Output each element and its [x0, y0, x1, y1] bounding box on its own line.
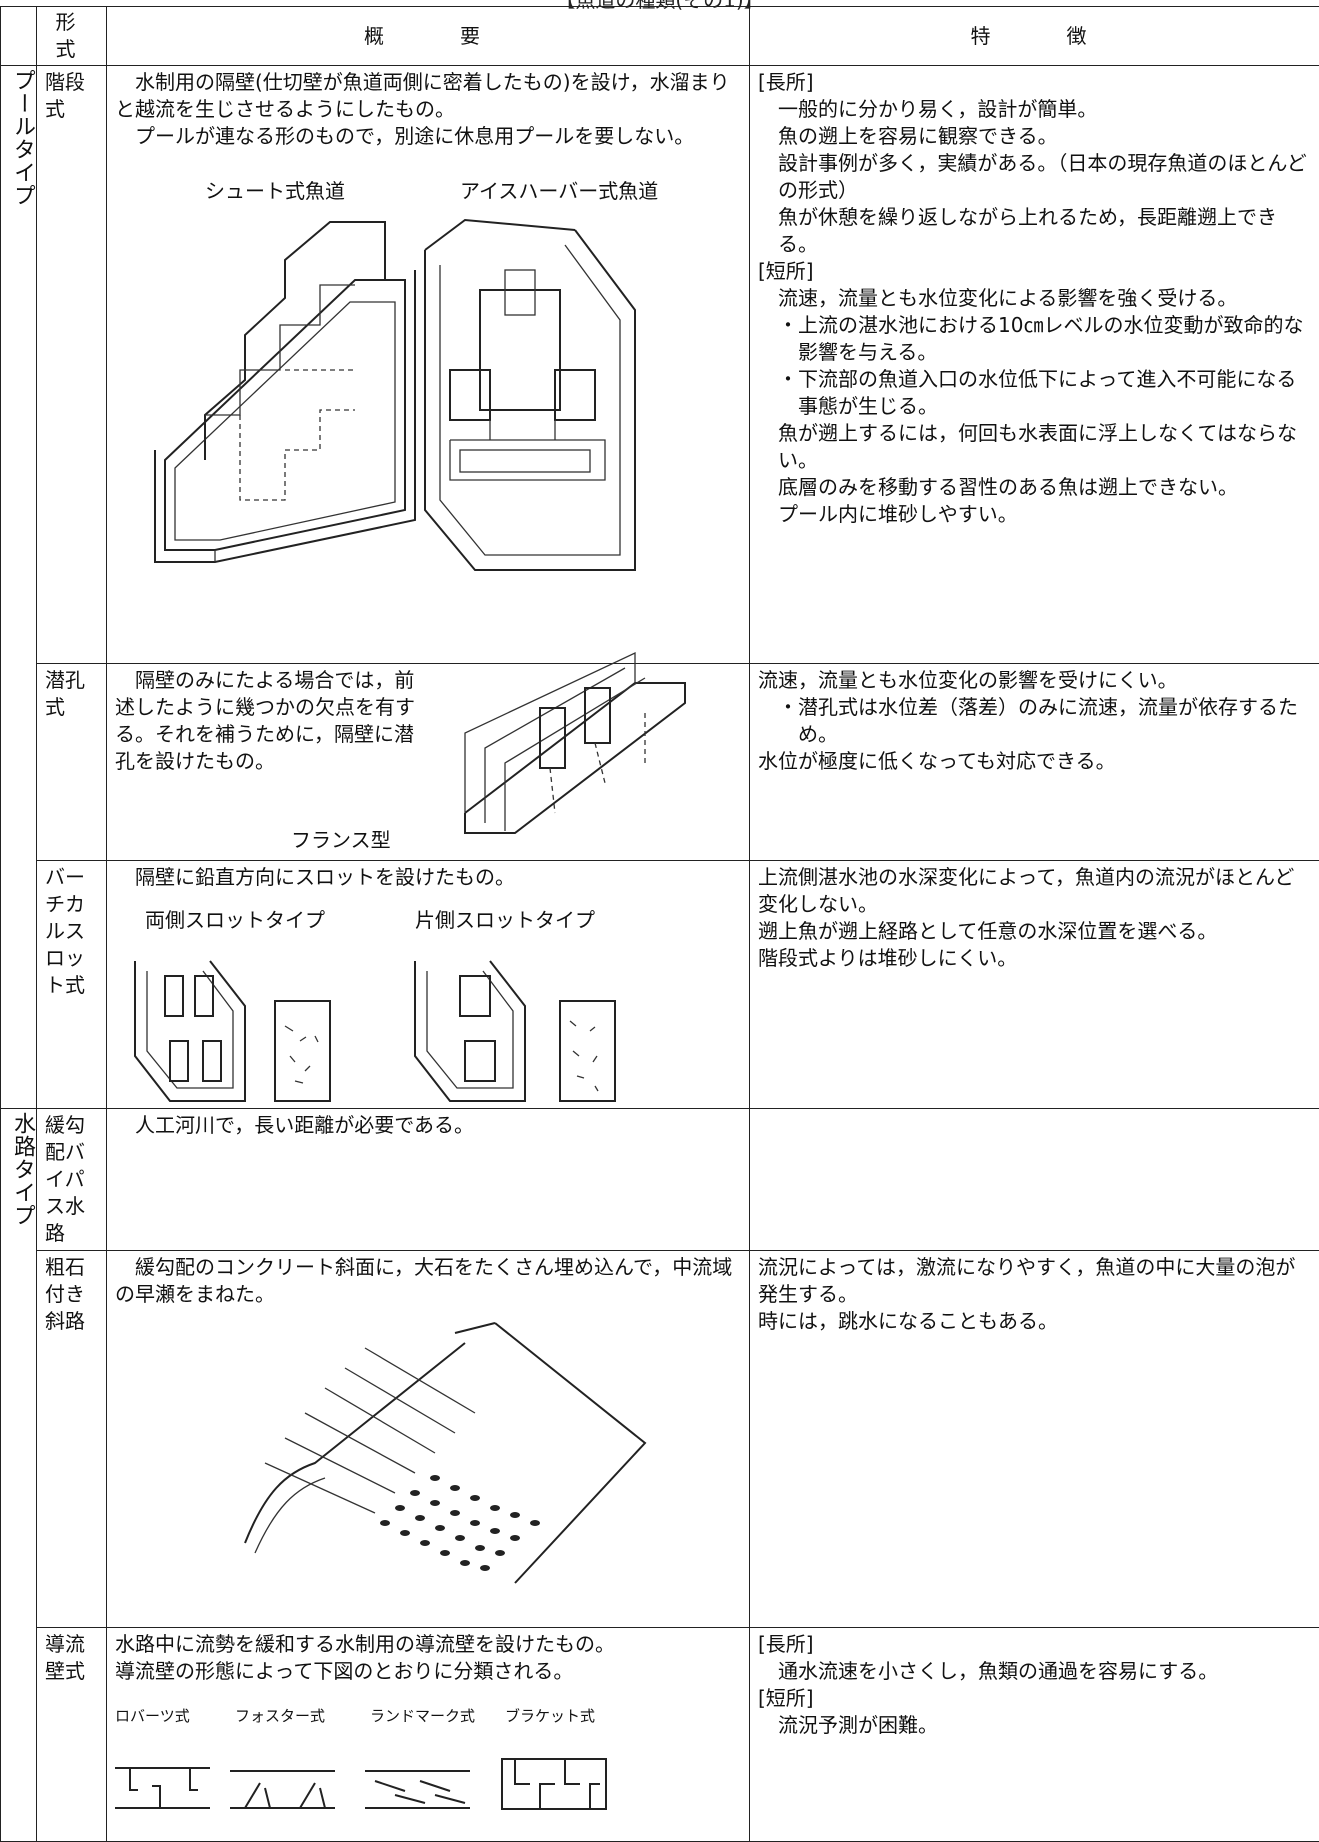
feature-item: 流況によっては，激流になりやすく，魚道の中に大量の泡が発生する。	[758, 1254, 1311, 1308]
pros-item: 魚の遡上を容易に観察できる。	[758, 123, 1311, 150]
roberts-drawing	[115, 1763, 215, 1813]
type-bypass: 緩勾配バイパス水路	[37, 1109, 107, 1251]
overview-bypass: 人工河川で，長い距離が必要である。	[107, 1109, 750, 1251]
header-overview: 概 要	[107, 7, 750, 66]
feature-item: 階段式よりは堆砂しにくい。	[758, 945, 1311, 972]
pros-heading: [長所]	[758, 1631, 1311, 1658]
row-senko: 潜孔式 隔壁のみにたよる場合では，前述したように幾つかの欠点を有する。それを補う…	[1, 664, 1319, 861]
type-vertical-slot: バーチカルスロット式	[37, 861, 107, 1109]
cons-item: 底層のみを移動する習性のある魚は遡上できない。	[758, 474, 1311, 501]
features-vertical-slot: 上流側湛水池の水深変化によって，魚道内の流況がほとんど変化しない。 遡上魚が遡上…	[750, 861, 1319, 1109]
fishway-types-table: 形 式 概 要 特 徴 プールタイプ 階段式 水制用の隔壁(仕切壁が魚道両側に密…	[0, 6, 1319, 1842]
overview-vertical-slot: 隔壁に鉛直方向にスロットを設けたもの。 両側スロットタイプ 片側スロットタイプ	[107, 861, 750, 1109]
cons-item: 流速，流量とも水位変化による影響を強く受ける。	[758, 285, 1311, 312]
single-slot-drawing	[405, 946, 545, 1106]
pros-heading: [長所]	[758, 69, 1311, 96]
overview-text: 隔壁に鉛直方向にスロットを設けたもの。	[115, 864, 741, 891]
type-senko: 潜孔式	[37, 664, 107, 861]
rough-stone-slope-drawing	[225, 1313, 645, 1603]
header-blank	[1, 7, 37, 66]
overview-text: 導流壁の形態によって下図のとおりに分類される。	[115, 1658, 741, 1685]
cons-item: 流況予測が困難。	[758, 1712, 1311, 1739]
row-vertical-slot: バーチカルスロット式 隔壁に鉛直方向にスロットを設けたもの。 両側スロットタイプ…	[1, 861, 1319, 1109]
figure-label-double-slot: 両側スロットタイプ	[145, 907, 325, 934]
row-guide-wall: 導流壁式 水路中に流勢を緩和する水制用の導流壁を設けたもの。 導流壁の形態によっ…	[1, 1628, 1319, 1842]
features-guide-wall: [長所] 通水流速を小さくし，魚類の通過を容易にする。 [短所] 流況予測が困難…	[750, 1628, 1319, 1842]
cons-bullet: ・上流の湛水池における10㎝レベルの水位変動が致命的な影響を与える。	[758, 312, 1311, 366]
cons-heading: [短所]	[758, 258, 1311, 285]
figure-label-landmark: ランドマーク式	[370, 1703, 475, 1730]
category-pool-type: プールタイプ	[1, 66, 37, 1109]
pros-item: 設計事例が多く，実績がある。（日本の現存魚道のほとんどの形式）	[758, 150, 1311, 204]
figure-label-chute: シュート式魚道	[205, 178, 345, 205]
features-rough-stone: 流況によっては，激流になりやすく，魚道の中に大量の泡が発生する。 時には，跳水に…	[750, 1251, 1319, 1628]
french-type-drawing	[445, 663, 705, 843]
category-channel-label: 水路タイプ	[9, 1112, 35, 1227]
overview-senko: 隔壁のみにたよる場合では，前述したように幾つかの欠点を有する。それを補うために，…	[107, 664, 750, 861]
header-form: 形 式	[37, 7, 107, 66]
pros-item: 通水流速を小さくし，魚類の通過を容易にする。	[758, 1658, 1311, 1685]
overview-text: 人工河川で，長い距離が必要である。	[115, 1112, 741, 1139]
single-slot-plan	[555, 996, 625, 1116]
pros-item: 魚が休憩を繰り返しながら上れるため，長距離遡上できる。	[758, 204, 1311, 258]
features-kaidan: [長所] 一般的に分かり易く，設計が簡単。 魚の遡上を容易に観察できる。 設計事…	[750, 66, 1319, 664]
row-kaidan: プールタイプ 階段式 水制用の隔壁(仕切壁が魚道両側に密着したもの)を設け，水溜…	[1, 66, 1319, 664]
foster-drawing	[230, 1763, 340, 1813]
figure-label-roberts: ロバーツ式	[115, 1703, 190, 1730]
feature-item: 遡上魚が遡上経路として任意の水深位置を選べる。	[758, 918, 1311, 945]
feature-item: 流速，流量とも水位変化の影響を受けにくい。	[758, 667, 1311, 694]
iceharbor-fishway-drawing	[405, 210, 655, 590]
feature-item: 時には，跳水になることもある。	[758, 1308, 1311, 1335]
pros-item: 一般的に分かり易く，設計が簡単。	[758, 96, 1311, 123]
type-kaidan: 階段式	[37, 66, 107, 664]
figure-label-iceharbor: アイスハーバー式魚道	[460, 178, 658, 205]
cons-bullet: ・下流部の魚道入口の水位低下によって進入不可能になる事態が生じる。	[758, 366, 1311, 420]
overview-guide-wall: 水路中に流勢を緩和する水制用の導流壁を設けたもの。 導流壁の形態によって下図のと…	[107, 1628, 750, 1842]
features-bypass	[750, 1109, 1319, 1251]
overview-text: 隔壁のみにたよる場合では，前述したように幾つかの欠点を有する。それを補うために，…	[115, 667, 415, 775]
type-guide-wall: 導流壁式	[37, 1628, 107, 1842]
bracket-drawing	[500, 1757, 610, 1812]
guide-wall-figure: ロバーツ式 フォスター式 ランドマーク式 ブラケット式	[115, 1685, 741, 1825]
figure-label-bracket: ブラケット式	[505, 1703, 595, 1730]
feature-bullet: ・潜孔式は水位差（落差）のみに流速，流量が依存するため。	[758, 694, 1311, 748]
category-channel-type: 水路タイプ	[1, 1109, 37, 1842]
row-bypass: 水路タイプ 緩勾配バイパス水路 人工河川で，長い距離が必要である。	[1, 1109, 1319, 1251]
row-rough-stone: 粗石付き斜路 緩勾配のコンクリート斜面に，大石をたくさん埋め込んで，中流域の早瀬…	[1, 1251, 1319, 1628]
overview-text: プールが連なる形のもので，別途に休息用プールを要しない。	[115, 123, 741, 150]
header-row: 形 式 概 要 特 徴	[1, 7, 1319, 66]
double-slot-drawing	[125, 946, 265, 1106]
cons-heading: [短所]	[758, 1685, 1311, 1712]
cons-item: プール内に堆砂しやすい。	[758, 501, 1311, 528]
feature-item: 上流側湛水池の水深変化によって，魚道内の流況がほとんど変化しない。	[758, 864, 1311, 918]
figure-label-foster: フォスター式	[235, 1703, 325, 1730]
overview-text: 水路中に流勢を緩和する水制用の導流壁を設けたもの。	[115, 1631, 741, 1658]
figure-label-single-slot: 片側スロットタイプ	[415, 907, 595, 934]
rough-stone-figure	[115, 1308, 741, 1608]
landmark-drawing	[365, 1763, 475, 1813]
cons-item: 魚が遡上するには，何回も水表面に浮上しなくてはならない。	[758, 420, 1311, 474]
overview-text: 緩勾配のコンクリート斜面に，大石をたくさん埋め込んで，中流域の早瀬をまねた。	[115, 1254, 741, 1308]
overview-text: 水制用の隔壁(仕切壁が魚道両側に密着したもの)を設け，水溜まりと越流を生じさせる…	[115, 69, 741, 123]
kaidan-figure: シュート式魚道 アイスハーバー式魚道	[115, 150, 741, 590]
vertical-slot-figure: 両側スロットタイプ 片側スロットタイプ	[115, 891, 741, 1103]
overview-rough-stone: 緩勾配のコンクリート斜面に，大石をたくさん埋め込んで，中流域の早瀬をまねた。	[107, 1251, 750, 1628]
double-slot-plan	[270, 996, 340, 1116]
figure-label-french: フランス型	[291, 827, 391, 854]
feature-item: 水位が極度に低くなっても対応できる。	[758, 748, 1311, 775]
type-rough-stone: 粗石付き斜路	[37, 1251, 107, 1628]
features-senko: 流速，流量とも水位変化の影響を受けにくい。 ・潜孔式は水位差（落差）のみに流速，…	[750, 664, 1319, 861]
overview-kaidan: 水制用の隔壁(仕切壁が魚道両側に密着したもの)を設け，水溜まりと越流を生じさせる…	[107, 66, 750, 664]
header-features: 特 徴	[750, 7, 1319, 66]
category-pool-label: プールタイプ	[9, 69, 35, 207]
